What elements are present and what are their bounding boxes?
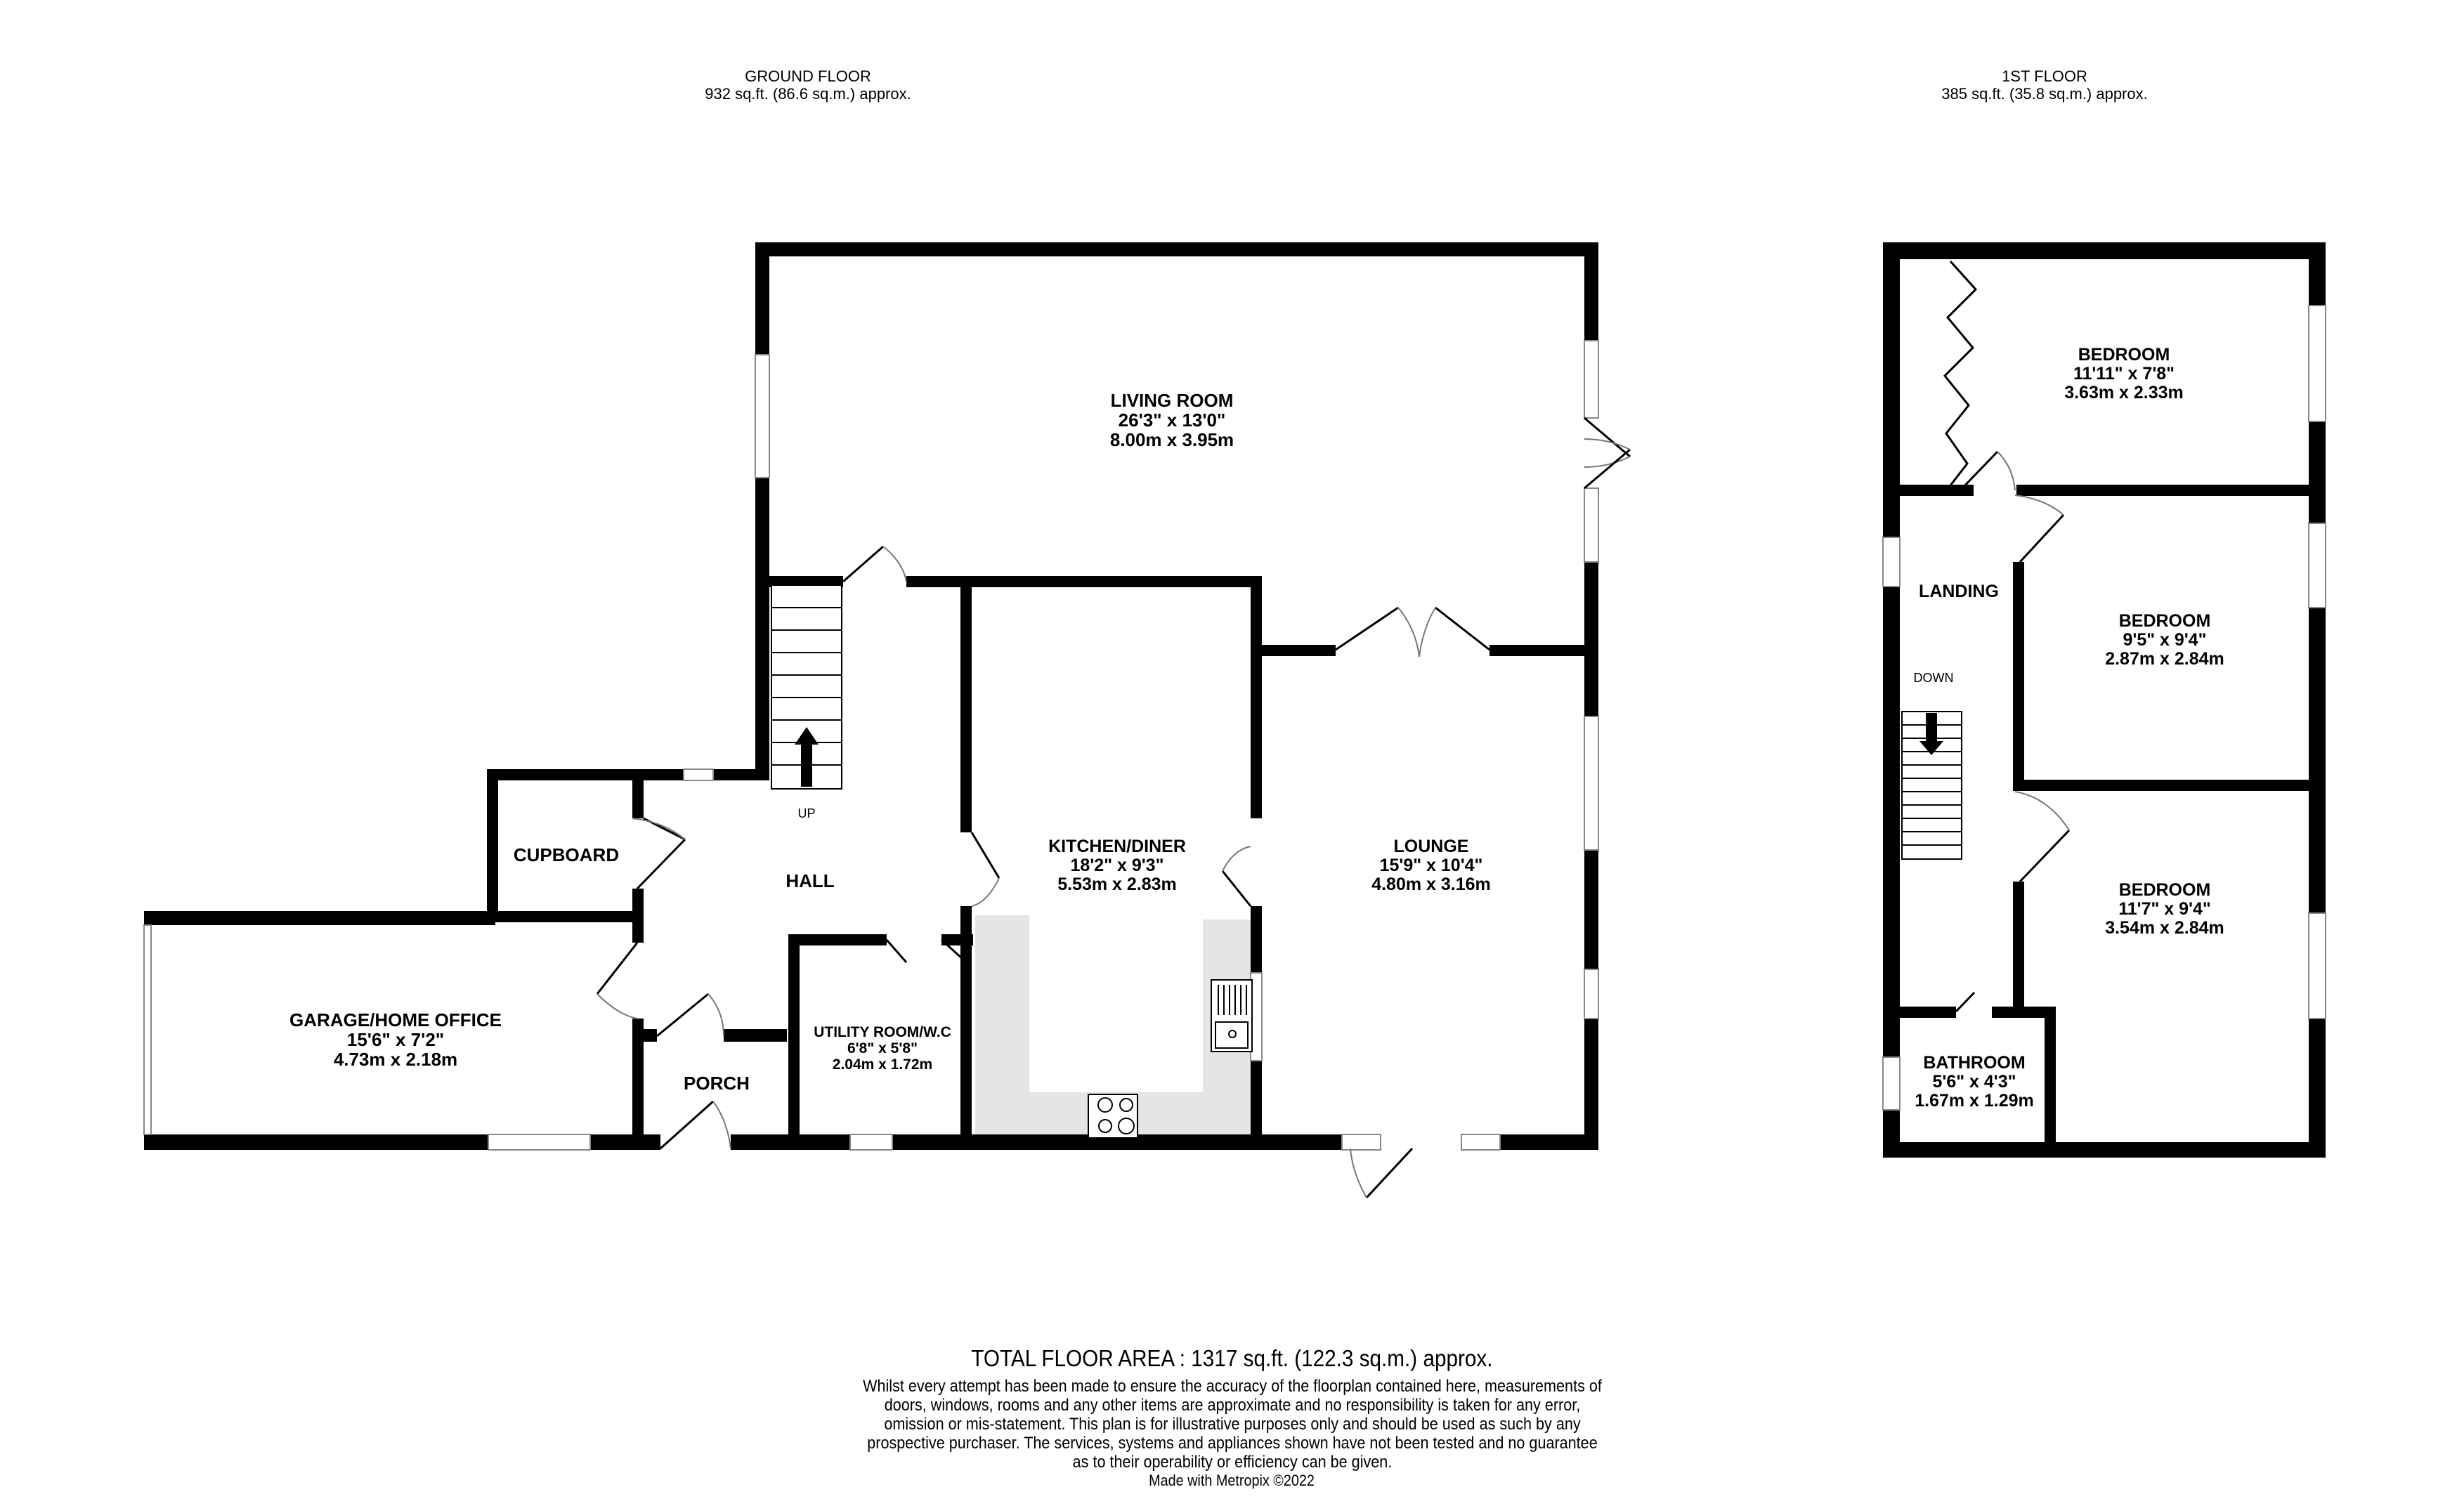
- doors: [1943, 260, 2071, 1013]
- first-floor-area: 385 sq.ft. (35.8 sq.m.) approx.: [1941, 85, 2148, 103]
- sink-icon: [1211, 979, 1253, 1052]
- total-floor-area: TOTAL FLOOR AREA : 1317 sq.ft. (122.3 sq…: [971, 1345, 1493, 1371]
- room-label-landing: LANDING: [1919, 582, 1999, 601]
- first-floor-title: 1ST FLOOR: [2002, 67, 2087, 85]
- stairs-up-label: UP: [797, 806, 816, 820]
- first-floor-heading: 1ST FLOOR 385 sq.ft. (35.8 sq.m.) approx…: [1869, 67, 2220, 103]
- room-label-bedroom-2: BEDROOM 9'5" x 9'4" 2.87m x 2.84m: [2105, 611, 2224, 669]
- room-label-cupboard: CUPBOARD: [513, 844, 620, 865]
- room-label-hall: HALL: [786, 870, 835, 891]
- room-label-bedroom-1: BEDROOM 11'11" x 7'8" 3.63m x 2.33m: [2064, 345, 2184, 402]
- walls: [144, 242, 1598, 1150]
- room-label-lounge: LOUNGE 15'9" x 10'4" 4.80m x 3.16m: [1371, 837, 1491, 894]
- ground-floor-plan: [143, 242, 1631, 1199]
- stairs-down-label: DOWN: [1913, 671, 1954, 685]
- room-label-utility-room: UTILITY ROOM/W.C 6'8" x 5'8" 2.04m x 1.7…: [814, 1024, 951, 1073]
- disclaimer-text: Whilst every attempt has been made to en…: [862, 1377, 1602, 1472]
- room-label-porch: PORCH: [684, 1073, 750, 1094]
- footer: TOTAL FLOOR AREA : 1317 sq.ft. (122.3 sq…: [0, 1344, 2464, 1490]
- room-label-kitchen-diner: KITCHEN/DINER 18'2" x 9'3" 5.53m x 2.83m: [1048, 837, 1186, 894]
- room-label-bathroom: BATHROOM 5'6" x 4'3" 1.67m x 1.29m: [1915, 1053, 2034, 1111]
- room-label-garage-home-office: GARAGE/HOME OFFICE 15'6" x 7'2" 4.73m x …: [289, 1009, 502, 1070]
- doors: [596, 417, 1631, 1199]
- room-label-living-room: LIVING ROOM 26'3" x 13'0" 8.00m x 3.95m: [1109, 390, 1234, 450]
- room-label-bedroom-3: BEDROOM 11'7" x 9'4" 3.54m x 2.84m: [2105, 880, 2224, 938]
- ground-floor-heading: GROUND FLOOR 932 sq.ft. (86.6 sq.m.) app…: [632, 67, 984, 103]
- windows: [1882, 305, 2326, 1111]
- arrow-down-icon: [1919, 713, 1943, 755]
- first-floor-plan: [1882, 242, 2326, 1158]
- credit-text: Made with Metropix ©2022: [1149, 1472, 1315, 1489]
- hob-icon: [1088, 1094, 1138, 1139]
- arrow-up-icon: [795, 727, 819, 787]
- ground-floor-title: GROUND FLOOR: [745, 67, 871, 85]
- ground-floor-area: 932 sq.ft. (86.6 sq.m.) approx.: [705, 85, 911, 103]
